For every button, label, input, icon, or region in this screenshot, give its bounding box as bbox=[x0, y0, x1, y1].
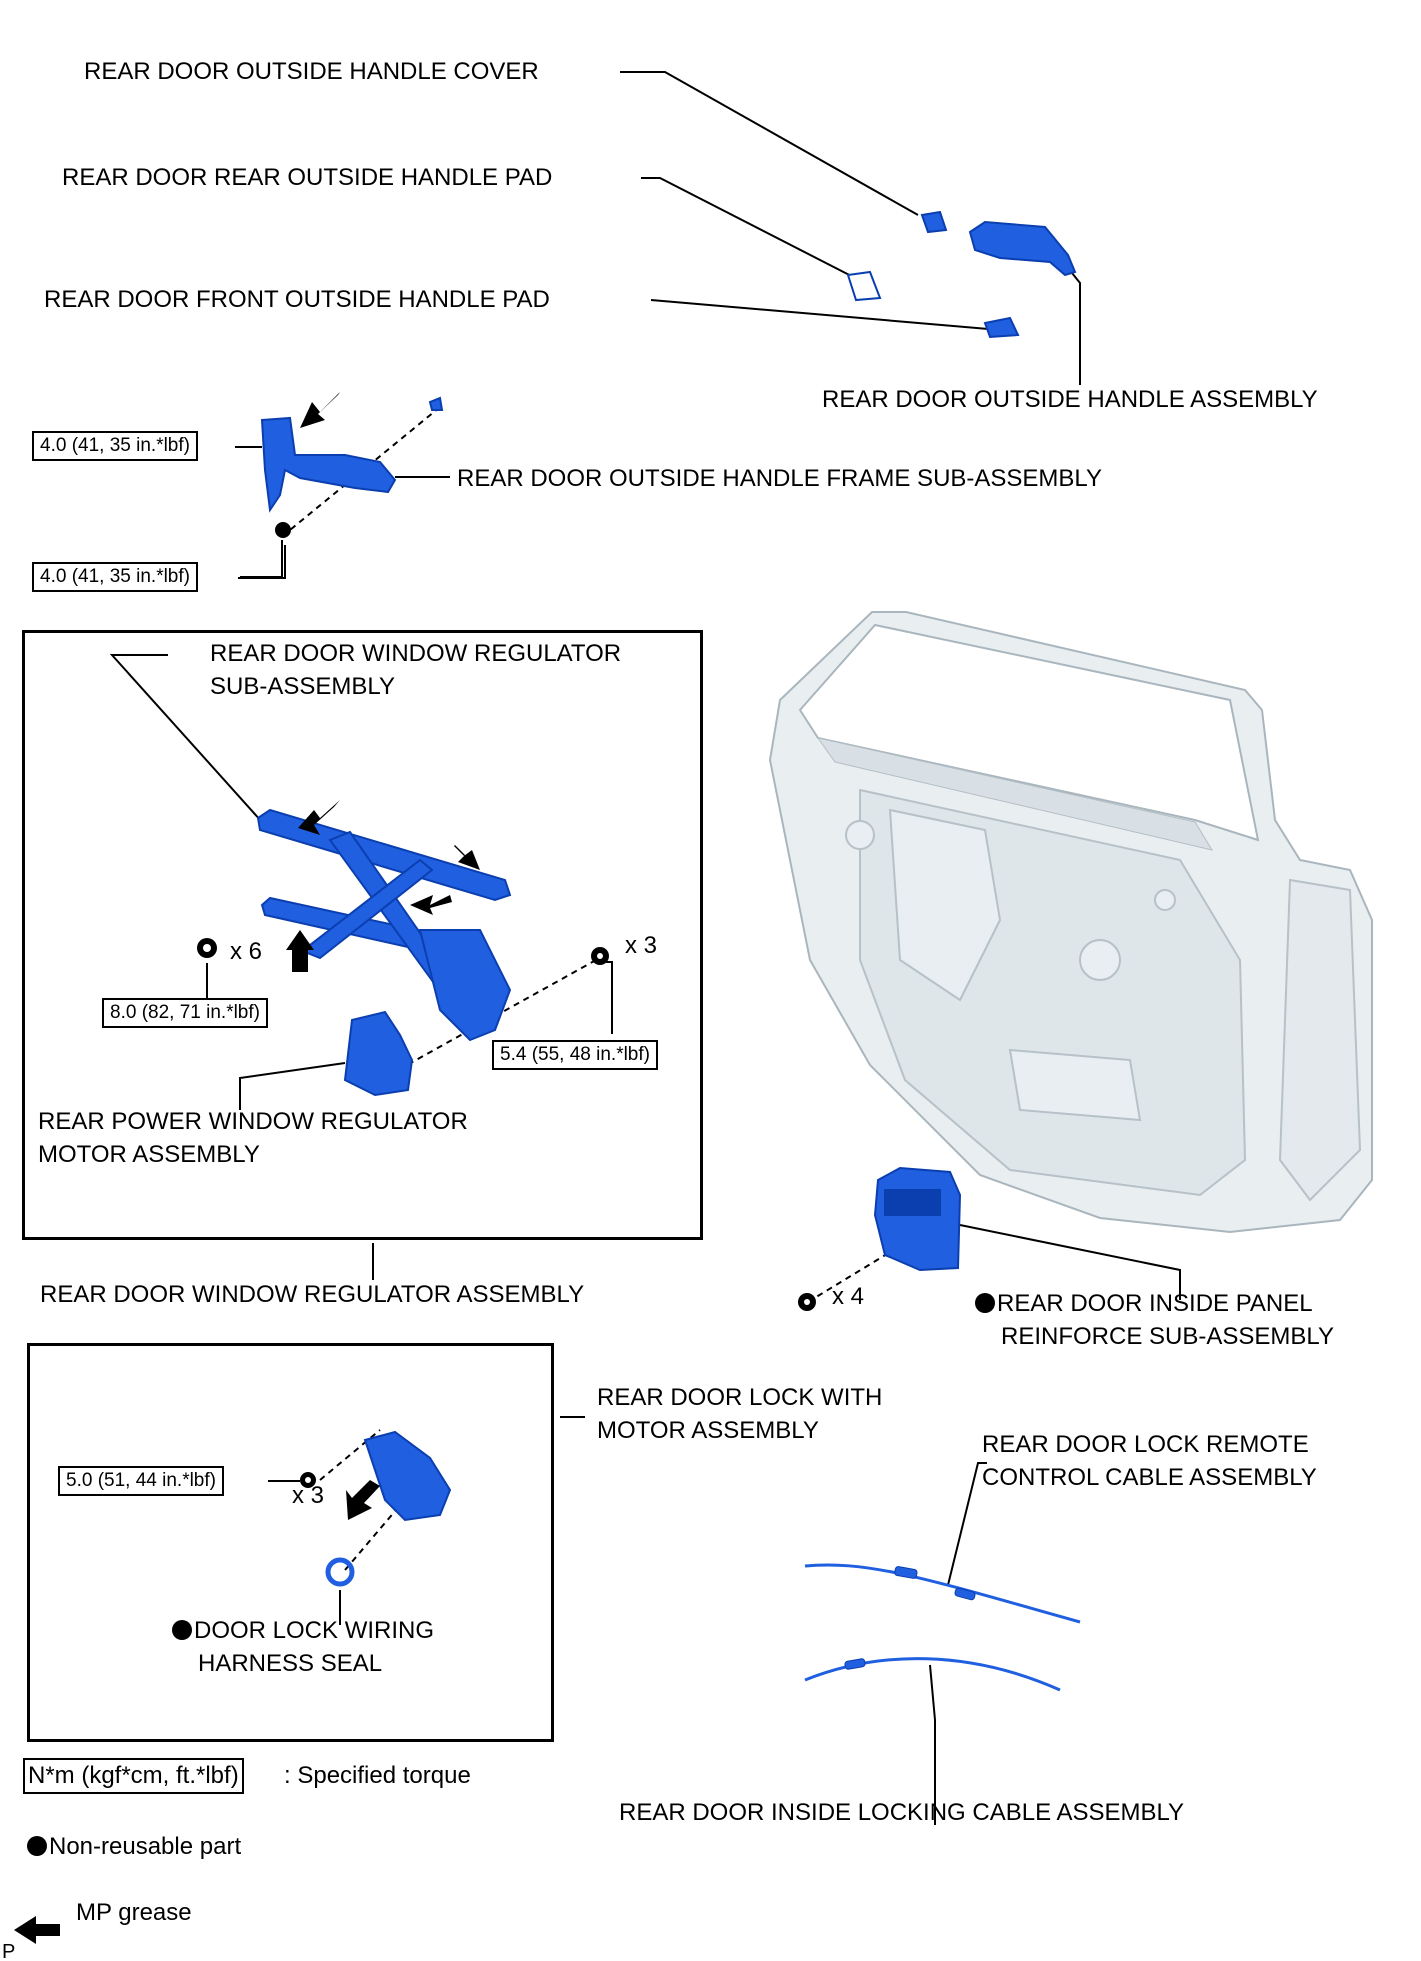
regulator-motor bbox=[343, 1010, 414, 1097]
torque-frame-upper: 4.0 (41, 35 in.*lbf) bbox=[32, 431, 198, 461]
regulator-bolt-icon bbox=[197, 938, 217, 958]
label-window-regulator-sub-1: REAR DOOR WINDOW REGULATOR bbox=[210, 640, 622, 667]
legend-grease-arrow bbox=[14, 1916, 60, 1944]
label-wiring-harness-seal-2: HARNESS SEAL bbox=[198, 1650, 383, 1677]
label-lock-remote-cable-2: CONTROL CABLE ASSEMBLY bbox=[982, 1464, 1317, 1491]
lock-screw-icon bbox=[300, 1472, 316, 1488]
non-reusable-dot-icon bbox=[172, 1620, 192, 1640]
legend-torque-text: : Specified torque bbox=[284, 1762, 471, 1789]
label-window-regulator-assembly: REAR DOOR WINDOW REGULATOR ASSEMBLY bbox=[40, 1281, 585, 1308]
inside-panel-reinforce bbox=[873, 1166, 962, 1272]
legend-non-reusable-text: Non-reusable part bbox=[49, 1833, 242, 1860]
label-power-window-motor-2: MOTOR ASSEMBLY bbox=[38, 1141, 260, 1168]
non-reusable-dot-icon bbox=[975, 1293, 995, 1313]
label-inside-panel-reinforce-1: REAR DOOR INSIDE PANEL bbox=[975, 1287, 1313, 1320]
grease-arrows-regulator bbox=[286, 800, 480, 972]
qty-regulator-bolts: x 6 bbox=[230, 938, 263, 965]
rear-door-panel bbox=[768, 611, 1373, 1234]
torque-lock-screws: 5.0 (51, 44 in.*lbf) bbox=[58, 1466, 224, 1496]
legend-grease: MP grease bbox=[76, 1899, 192, 1926]
non-reusable-dot-icon bbox=[27, 1836, 47, 1856]
label-outside-handle-assembly: REAR DOOR OUTSIDE HANDLE ASSEMBLY bbox=[822, 386, 1318, 413]
motor-bolt-icon bbox=[591, 947, 609, 965]
legend-non-reusable: Non-reusable part bbox=[27, 1830, 241, 1863]
grease-arrow-lock bbox=[346, 1480, 380, 1520]
torque-regulator-bolts: 8.0 (82, 71 in.*lbf) bbox=[102, 998, 268, 1028]
label-rear-outside-handle-pad: REAR DOOR REAR OUTSIDE HANDLE PAD bbox=[62, 164, 553, 191]
outside-handle-frame bbox=[260, 396, 444, 513]
reinforce-bolt-icon bbox=[798, 1293, 816, 1311]
door-lock-assembly bbox=[363, 1430, 452, 1522]
label-front-outside-handle-pad: REAR DOOR FRONT OUTSIDE HANDLE PAD bbox=[44, 286, 550, 313]
door-lock-box bbox=[27, 1343, 554, 1742]
qty-motor-bolts: x 3 bbox=[625, 932, 658, 959]
label-wiring-harness-seal-1: DOOR LOCK WIRING bbox=[172, 1614, 434, 1647]
qty-lock-screws: x 3 bbox=[292, 1482, 325, 1509]
label-window-regulator-sub-2: SUB-ASSEMBLY bbox=[210, 673, 395, 700]
outside-handle-parts bbox=[846, 210, 1077, 339]
qty-reinforce-bolts: x 4 bbox=[832, 1283, 865, 1310]
label-inside-panel-reinforce-2: REINFORCE SUB-ASSEMBLY bbox=[1001, 1323, 1334, 1350]
cables bbox=[804, 1563, 1081, 1692]
label-inside-locking-cable: REAR DOOR INSIDE LOCKING CABLE ASSEMBLY bbox=[619, 1799, 1185, 1826]
frame-bolt bbox=[275, 522, 291, 538]
torque-frame-lower: 4.0 (41, 35 in.*lbf) bbox=[32, 562, 198, 592]
grease-arrow-frame bbox=[300, 392, 340, 428]
torque-motor-bolts: 5.4 (55, 48 in.*lbf) bbox=[492, 1040, 658, 1070]
window-regulator bbox=[256, 808, 512, 1042]
label-lock-remote-cable-1: REAR DOOR LOCK REMOTE bbox=[982, 1431, 1309, 1458]
label-power-window-motor-1: REAR POWER WINDOW REGULATOR bbox=[38, 1108, 468, 1135]
label-outside-handle-frame: REAR DOOR OUTSIDE HANDLE FRAME SUB-ASSEM… bbox=[457, 465, 1102, 492]
label-outside-handle-cover: REAR DOOR OUTSIDE HANDLE COVER bbox=[84, 58, 539, 85]
label-door-lock-motor-2: MOTOR ASSEMBLY bbox=[597, 1417, 819, 1444]
label-door-lock-motor-1: REAR DOOR LOCK WITH bbox=[597, 1384, 883, 1411]
legend-torque-box: N*m (kgf*cm, ft.*lbf) bbox=[23, 1758, 244, 1794]
window-regulator-box bbox=[22, 630, 703, 1240]
corner-code: P bbox=[2, 1941, 16, 1961]
harness-seal-ring bbox=[325, 1557, 355, 1587]
label-wiring-harness-seal-text: DOOR LOCK WIRING bbox=[194, 1617, 435, 1644]
label-inside-panel-reinforce-text: REAR DOOR INSIDE PANEL bbox=[997, 1290, 1313, 1317]
